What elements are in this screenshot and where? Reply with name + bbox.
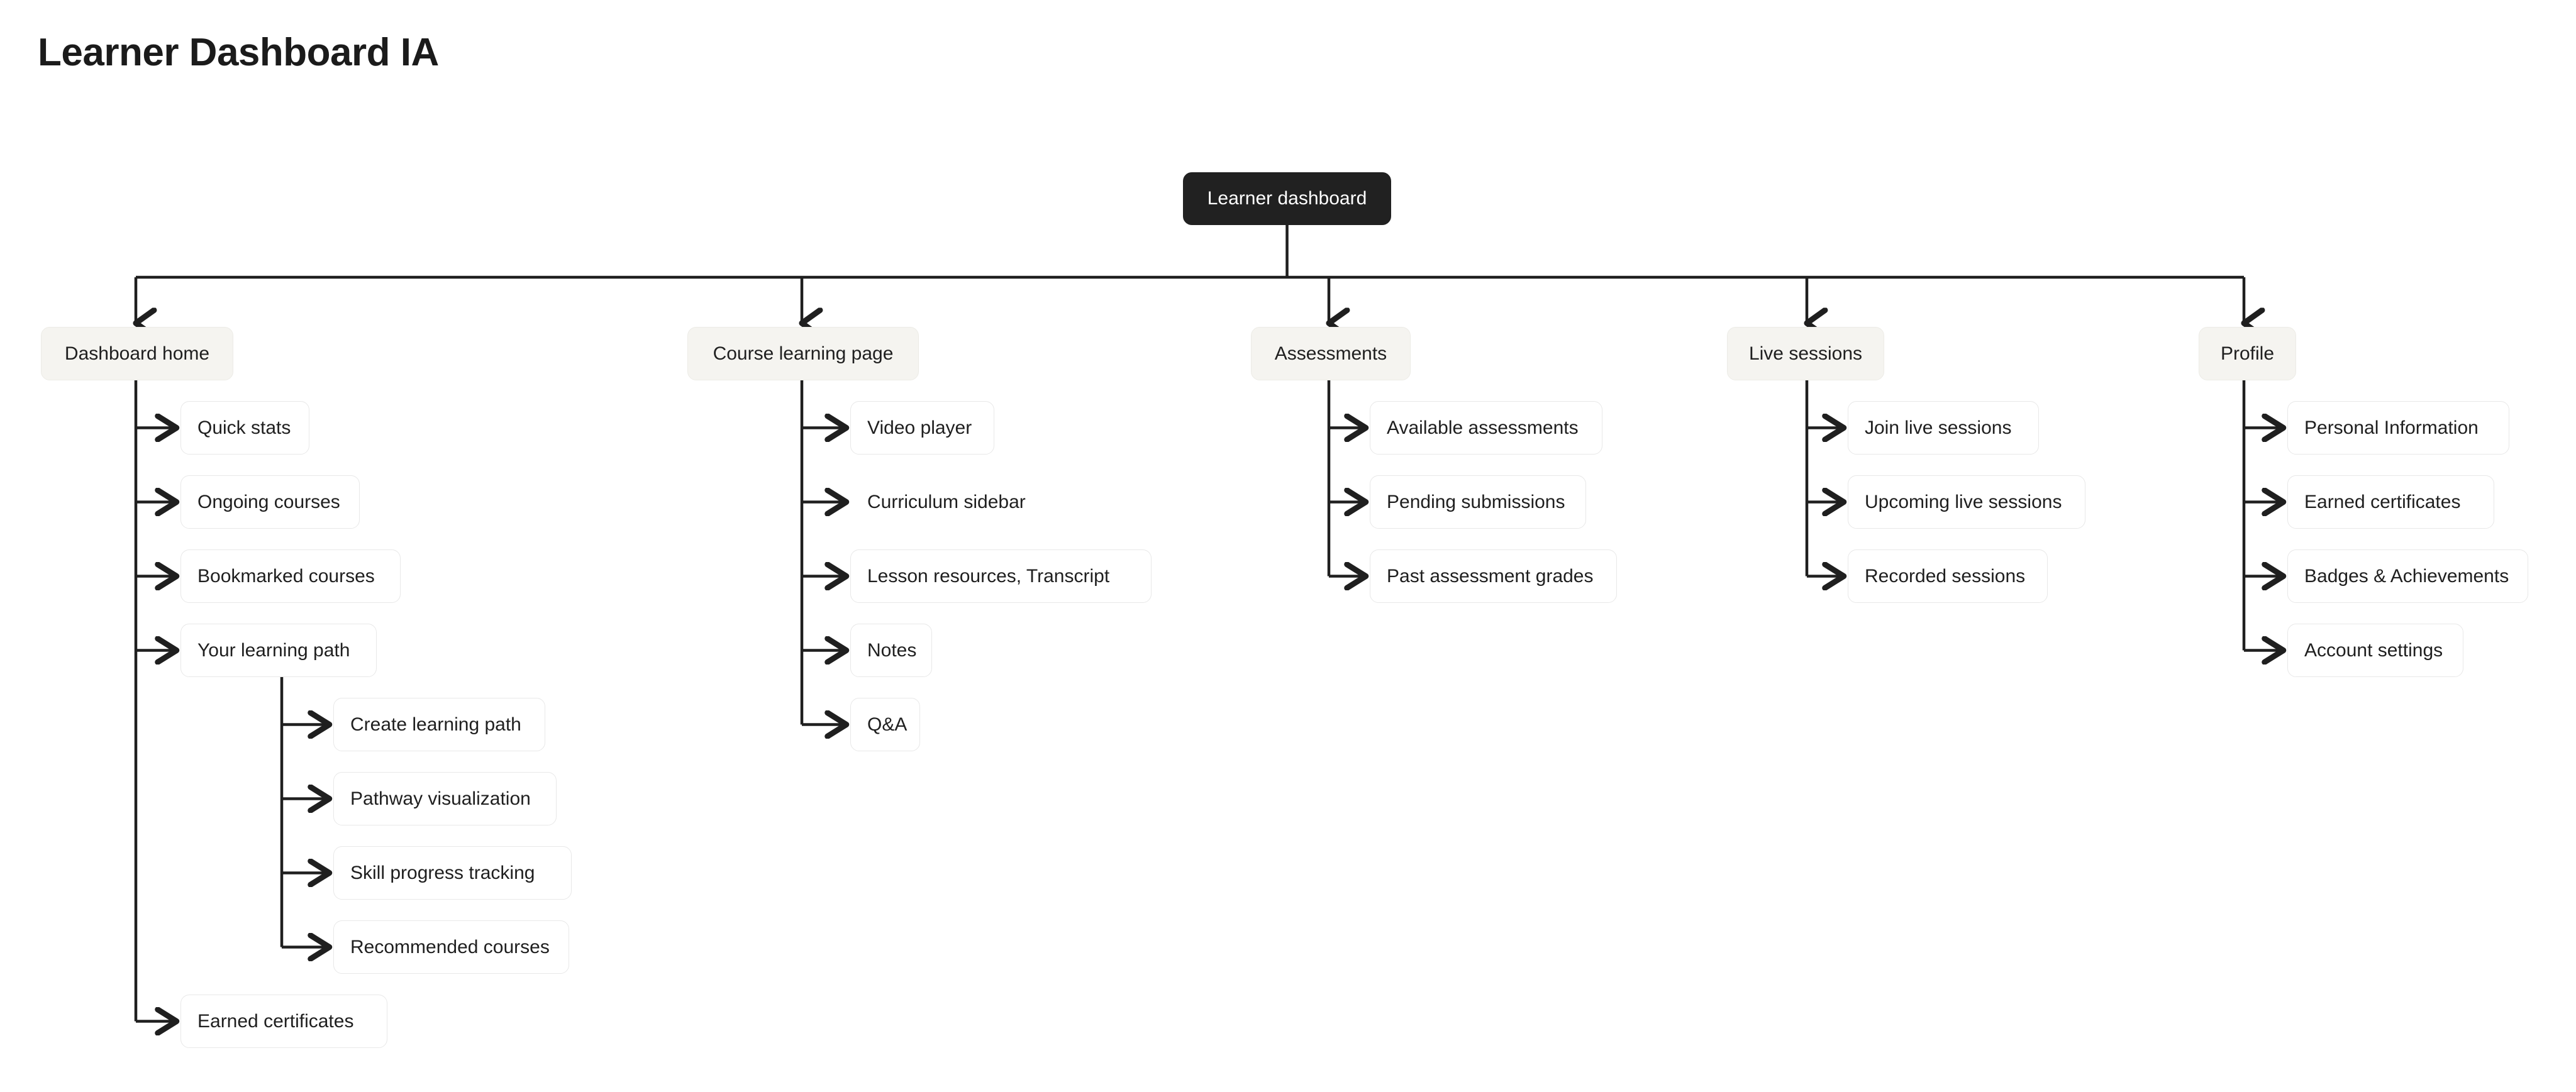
node-label-pending-submissions: Pending submissions xyxy=(1387,491,1565,512)
node-create-learning-path[interactable]: Create learning path xyxy=(333,698,545,751)
node-label-curriculum-sidebar: Curriculum sidebar xyxy=(867,491,1026,512)
node-upcoming-live-sessions[interactable]: Upcoming live sessions xyxy=(1848,475,2085,529)
node-label-live-sessions: Live sessions xyxy=(1748,343,1863,364)
node-label-badges-achievements: Badges & Achievements xyxy=(2304,565,2509,587)
node-label-dashboard-home: Dashboard home xyxy=(64,343,210,364)
page-title: Learner Dashboard IA xyxy=(38,31,439,74)
node-label-past-assessment-grades: Past assessment grades xyxy=(1387,565,1594,587)
node-label-assessments: Assessments xyxy=(1274,343,1387,364)
node-video-player[interactable]: Video player xyxy=(850,401,994,455)
node-dashboard-home[interactable]: Dashboard home xyxy=(41,327,233,380)
node-root[interactable]: Learner dashboard xyxy=(1183,172,1391,225)
node-label-skill-progress-tracking: Skill progress tracking xyxy=(350,862,535,883)
node-course-learning-page[interactable]: Course learning page xyxy=(687,327,919,380)
node-label-join-live-sessions: Join live sessions xyxy=(1865,417,2012,438)
node-lesson-resources-transcript[interactable]: Lesson resources, Transcript xyxy=(850,549,1152,603)
node-label-notes: Notes xyxy=(867,639,917,661)
node-available-assessments[interactable]: Available assessments xyxy=(1370,401,1602,455)
node-pending-submissions[interactable]: Pending submissions xyxy=(1370,475,1586,529)
node-assessments[interactable]: Assessments xyxy=(1251,327,1411,380)
node-label-profile: Profile xyxy=(2220,343,2275,364)
node-join-live-sessions[interactable]: Join live sessions xyxy=(1848,401,2039,455)
node-your-learning-path[interactable]: Your learning path xyxy=(180,624,377,677)
node-quick-stats[interactable]: Quick stats xyxy=(180,401,309,455)
node-label-account-settings: Account settings xyxy=(2304,639,2443,661)
node-label-recommended-courses: Recommended courses xyxy=(350,936,550,957)
node-live-sessions[interactable]: Live sessions xyxy=(1727,327,1884,380)
node-label-qa: Q&A xyxy=(867,714,908,735)
node-earned-certificates-profile[interactable]: Earned certificates xyxy=(2287,475,2494,529)
node-label-course-learning-page: Course learning page xyxy=(713,343,894,364)
node-recorded-sessions[interactable]: Recorded sessions xyxy=(1848,549,2048,603)
node-bookmarked-courses[interactable]: Bookmarked courses xyxy=(180,549,401,603)
node-label-available-assessments: Available assessments xyxy=(1387,417,1579,438)
node-label-ongoing-courses: Ongoing courses xyxy=(197,491,340,512)
node-label-pathway-visualization: Pathway visualization xyxy=(350,788,531,809)
node-label-lesson-resources-transcript: Lesson resources, Transcript xyxy=(867,565,1110,587)
connector-lines xyxy=(136,225,2281,1022)
node-label-video-player: Video player xyxy=(867,417,972,438)
node-label-quick-stats: Quick stats xyxy=(197,417,291,438)
node-label-earned-certificates-home: Earned certificates xyxy=(197,1010,354,1032)
node-label-recorded-sessions: Recorded sessions xyxy=(1865,565,2026,587)
node-notes[interactable]: Notes xyxy=(850,624,932,677)
node-label-root: Learner dashboard xyxy=(1207,188,1367,209)
node-account-settings[interactable]: Account settings xyxy=(2287,624,2463,677)
node-label-create-learning-path: Create learning path xyxy=(350,714,521,735)
node-skill-progress-tracking[interactable]: Skill progress tracking xyxy=(333,846,572,900)
node-label-bookmarked-courses: Bookmarked courses xyxy=(197,565,375,587)
node-curriculum-sidebar[interactable]: Curriculum sidebar xyxy=(850,475,1057,529)
node-label-upcoming-live-sessions: Upcoming live sessions xyxy=(1865,491,2062,512)
node-profile[interactable]: Profile xyxy=(2199,327,2296,380)
node-ongoing-courses[interactable]: Ongoing courses xyxy=(180,475,360,529)
node-label-your-learning-path: Your learning path xyxy=(197,639,350,661)
node-badges-achievements[interactable]: Badges & Achievements xyxy=(2287,549,2528,603)
node-label-earned-certificates-profile: Earned certificates xyxy=(2304,491,2461,512)
node-qa[interactable]: Q&A xyxy=(850,698,920,751)
node-label-personal-information: Personal Information xyxy=(2304,417,2479,438)
node-personal-information[interactable]: Personal Information xyxy=(2287,401,2509,455)
node-past-assessment-grades[interactable]: Past assessment grades xyxy=(1370,549,1617,603)
node-recommended-courses[interactable]: Recommended courses xyxy=(333,920,569,974)
node-pathway-visualization[interactable]: Pathway visualization xyxy=(333,772,557,825)
node-earned-certificates-home[interactable]: Earned certificates xyxy=(180,995,387,1048)
